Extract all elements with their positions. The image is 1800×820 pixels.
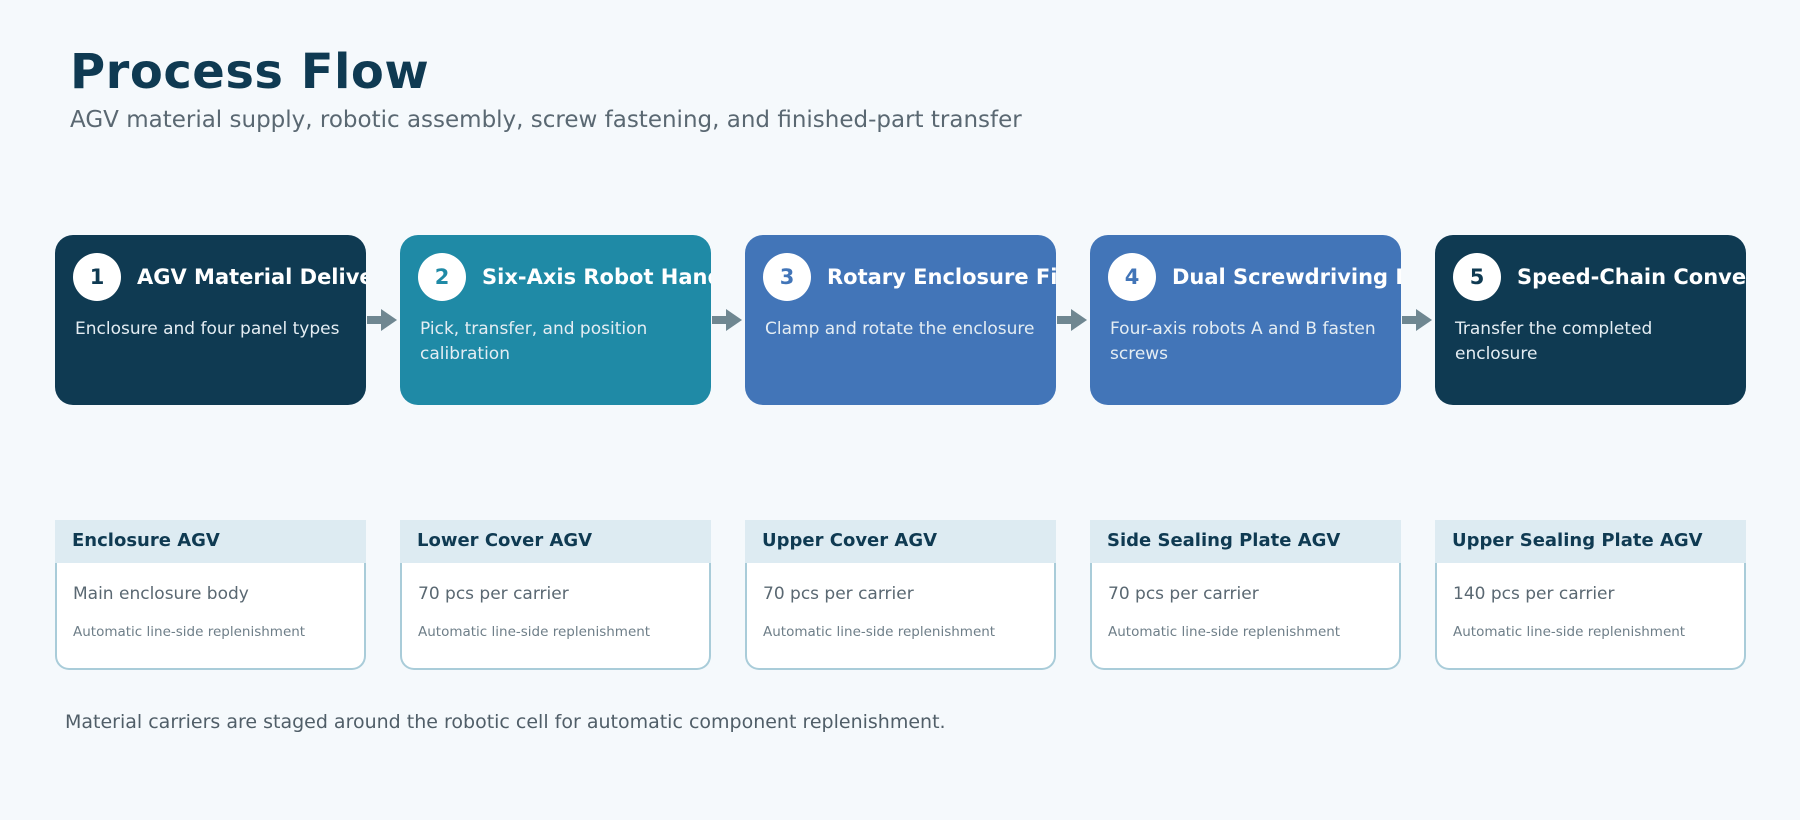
agv-detail: 70 pcs per carrier [763, 584, 914, 604]
step-title: Dual Screwdriving Robots [1172, 265, 1401, 289]
step-description: Transfer the completed enclosure [1455, 319, 1653, 364]
step-card-robot-handling: 2 Six-Axis Robot Handling Pick, transfer… [400, 235, 711, 405]
step-description: Pick, transfer, and position calibration [420, 319, 648, 364]
step-number-badge: 3 [763, 253, 811, 301]
step-card-agv-delivery: 1 AGV Material Delivery Enclosure and fo… [55, 235, 366, 405]
agv-title: Upper Sealing Plate AGV [1452, 530, 1703, 551]
process-steps: 1 AGV Material Delivery Enclosure and fo… [55, 235, 1746, 405]
agv-note: Automatic line-side replenishment [763, 624, 996, 640]
step-card-conveyor: 5 Speed-Chain Conveyor Transfer the comp… [1435, 235, 1746, 405]
step-number-badge: 1 [73, 253, 121, 301]
step-description: Enclosure and four panel types [75, 319, 340, 339]
step-number-badge: 4 [1108, 253, 1156, 301]
agv-detail: 140 pcs per carrier [1453, 584, 1615, 604]
agv-card-upper-cover: Upper Cover AGV 70 pcs per carrier Autom… [745, 520, 1056, 670]
flow-arrow-icon [1402, 309, 1432, 331]
step-card-screwdriving: 4 Dual Screwdriving Robots Four-axis rob… [1090, 235, 1401, 405]
agv-title: Lower Cover AGV [417, 530, 593, 551]
step-title: Rotary Enclosure Fixture [827, 265, 1056, 289]
agv-card-enclosure: Enclosure AGV Main enclosure body Automa… [55, 520, 366, 670]
step-title: AGV Material Delivery [137, 265, 366, 289]
step-title: Speed-Chain Conveyor [1517, 265, 1746, 289]
step-description: Clamp and rotate the enclosure [765, 319, 1035, 339]
agv-detail: 70 pcs per carrier [418, 584, 569, 604]
step-title: Six-Axis Robot Handling [482, 265, 711, 289]
step-number-badge: 5 [1453, 253, 1501, 301]
agv-card-header: Enclosure AGV [55, 520, 366, 563]
agv-note: Automatic line-side replenishment [1453, 624, 1686, 640]
agv-card-header: Upper Cover AGV [745, 520, 1056, 563]
flow-arrow-icon [367, 309, 397, 331]
page-subtitle: AGV material supply, robotic assembly, s… [70, 107, 1022, 133]
footer-note: Material carriers are staged around the … [65, 711, 946, 733]
flow-arrow-icon [712, 309, 742, 331]
flow-arrow-icon [1057, 309, 1087, 331]
agv-card-upper-sealing-plate: Upper Sealing Plate AGV 140 pcs per carr… [1435, 520, 1746, 670]
agv-card-header: Lower Cover AGV [400, 520, 711, 563]
agv-card-lower-cover: Lower Cover AGV 70 pcs per carrier Autom… [400, 520, 711, 670]
agv-title: Side Sealing Plate AGV [1107, 530, 1341, 551]
agv-note: Automatic line-side replenishment [1108, 624, 1341, 640]
page-title: Process Flow [70, 44, 430, 100]
agv-note: Automatic line-side replenishment [418, 624, 651, 640]
agv-card-header: Side Sealing Plate AGV [1090, 520, 1401, 563]
agv-card-side-sealing-plate: Side Sealing Plate AGV 70 pcs per carrie… [1090, 520, 1401, 670]
step-description: Four-axis robots A and B fasten screws [1110, 319, 1376, 364]
agv-title: Enclosure AGV [72, 530, 220, 551]
agv-detail: 70 pcs per carrier [1108, 584, 1259, 604]
step-card-rotary-fixture: 3 Rotary Enclosure Fixture Clamp and rot… [745, 235, 1056, 405]
agv-detail: Main enclosure body [73, 584, 249, 604]
agv-title: Upper Cover AGV [762, 530, 938, 551]
agv-card-header: Upper Sealing Plate AGV [1435, 520, 1746, 563]
agv-note: Automatic line-side replenishment [73, 624, 306, 640]
step-number-badge: 2 [418, 253, 466, 301]
